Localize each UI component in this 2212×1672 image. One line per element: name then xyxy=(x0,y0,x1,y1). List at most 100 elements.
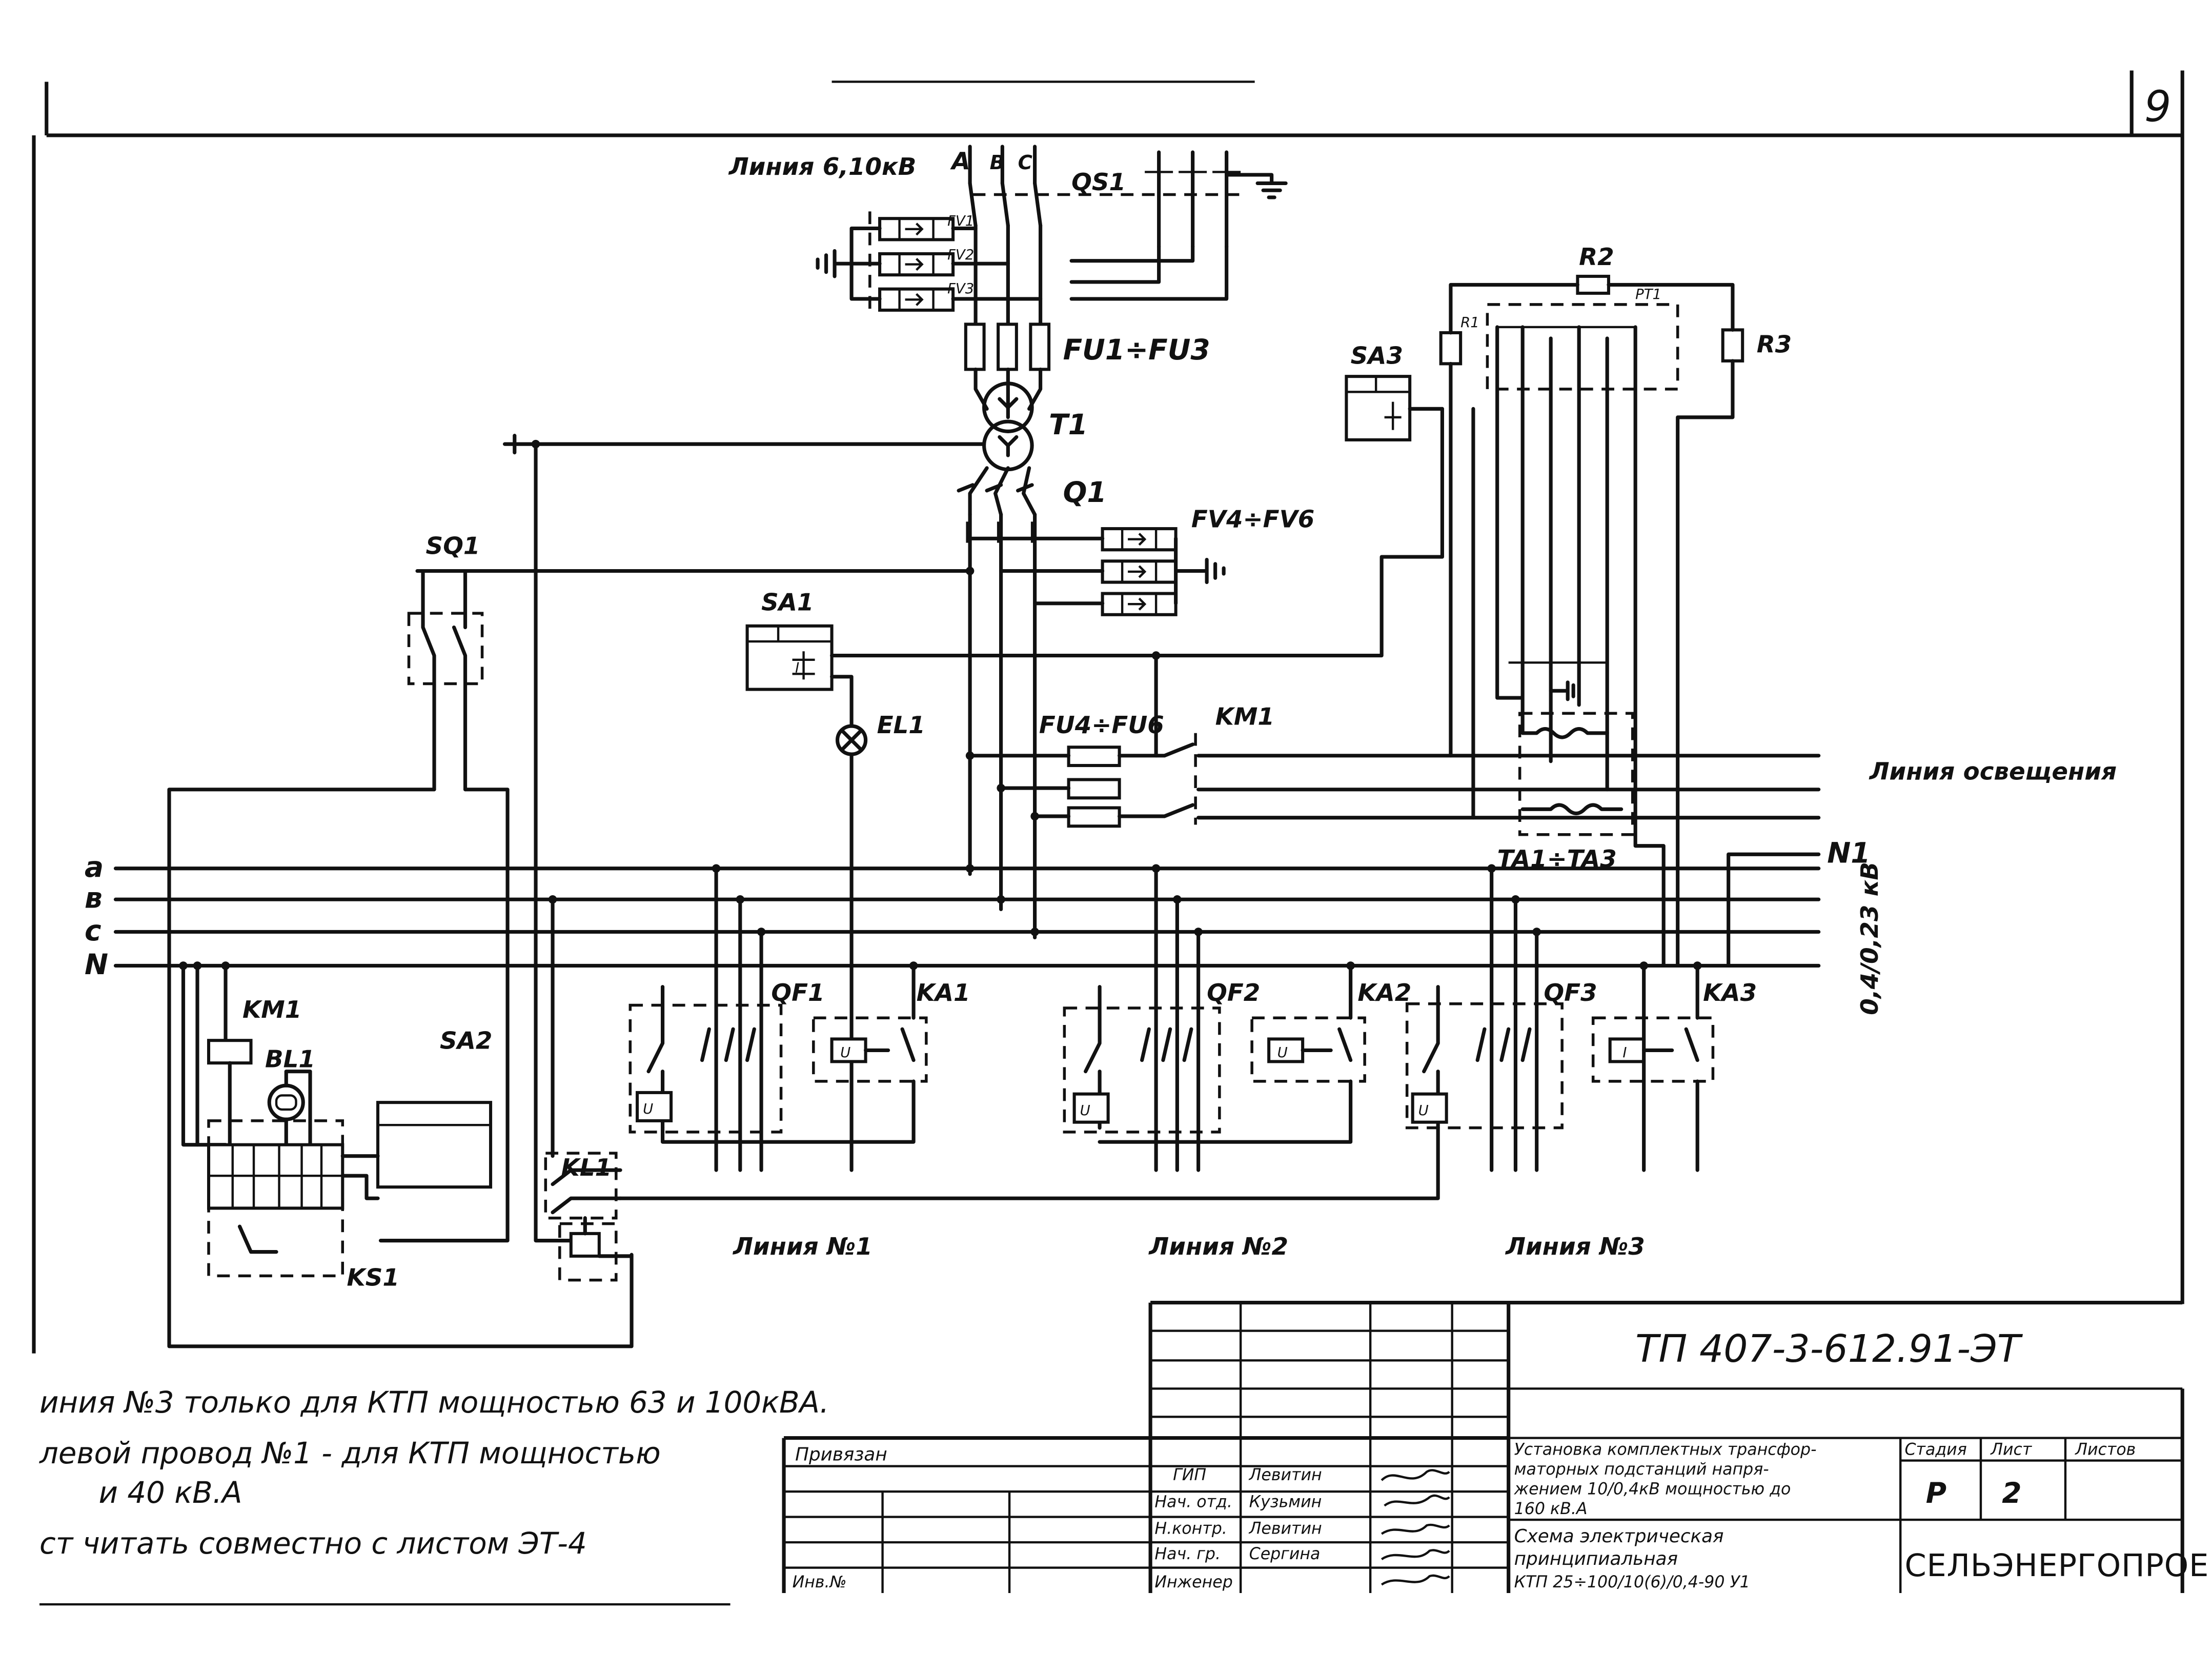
title-block-roles: ГИП Нач. отд. Н.контр. Нач. гр. Инженер xyxy=(1154,1466,1232,1592)
col-sheet-label: Лист xyxy=(1990,1441,2033,1459)
n1-label: N1 xyxy=(1827,837,1870,870)
note-1: иния №3 только для КТП мощностью 63 и 10… xyxy=(39,1385,829,1420)
svg-text:Установка комплектных трансфор: Установка комплектных трансфор- xyxy=(1514,1441,1817,1459)
sa3-selector xyxy=(1345,375,1444,441)
hv-line-label: Линия 6,10кВ xyxy=(728,153,917,181)
fu4-fu6-label: FU4÷FU6 xyxy=(1039,712,1164,739)
fu1-fu3-fuses xyxy=(966,324,1049,411)
control-circuit xyxy=(181,961,493,1278)
sheet-frame xyxy=(32,70,2184,1606)
sq1-label: SQ1 xyxy=(426,533,480,560)
fv4-fv6-arresters xyxy=(968,529,1226,615)
col-sheets-label: Листов xyxy=(2075,1441,2136,1459)
svg-text:жением 10/0,4кВ мощностью до: жением 10/0,4кВ мощностью до xyxy=(1514,1480,1791,1499)
fu1-fu3-label: FU1÷FU3 xyxy=(1063,333,1210,366)
fu4-fu6-fuses-km1 xyxy=(965,653,1821,828)
t1-neutral-ground xyxy=(502,434,986,1243)
note-3: и 40 кВ.А xyxy=(99,1475,242,1510)
signatures xyxy=(1381,1469,1450,1586)
privyazan-label: Привязан xyxy=(795,1444,887,1465)
photo-relay-circuit xyxy=(1439,274,1744,968)
sheet-title: Схема электрическая принципиальная КТП 2… xyxy=(1514,1526,1750,1592)
svg-text:Левитин: Левитин xyxy=(1249,1466,1322,1484)
line-3-label: Линия №3 xyxy=(1505,1233,1645,1261)
sheet-notes: иния №3 только для КТП мощностью 63 и 10… xyxy=(39,1385,829,1561)
col-stage-label: Стадия xyxy=(1904,1441,1966,1459)
svg-text:Сергина: Сергина xyxy=(1249,1545,1321,1563)
kl1-label: KL1 xyxy=(561,1154,612,1182)
feeder-3: U I xyxy=(618,864,1715,1200)
svg-text:160 кВ.А: 160 кВ.А xyxy=(1514,1500,1588,1518)
fv2-label: FV2 xyxy=(947,247,974,263)
qs1-disconnector xyxy=(972,150,1288,301)
svg-text:Кузьмин: Кузьмин xyxy=(1249,1493,1322,1511)
bus-n-label: N xyxy=(85,948,108,981)
fv4-fv6-label: FV4÷FV6 xyxy=(1191,506,1314,533)
svg-text:КТП 25÷100/10(6)/0,4-90 У1: КТП 25÷100/10(6)/0,4-90 У1 xyxy=(1514,1573,1750,1592)
svg-text:маторных подстанций напря-: маторных подстанций напря- xyxy=(1514,1460,1769,1479)
kl1-relay xyxy=(544,895,634,1282)
ka2-label: KA2 xyxy=(1357,979,1411,1007)
note-4: ст читать совместно с листом ЭТ-4 xyxy=(39,1526,587,1561)
fv3-label: FV3 xyxy=(947,280,974,297)
bus-b-label: в xyxy=(85,882,103,915)
qf3-label: QF3 xyxy=(1544,979,1597,1007)
pt1-label: PT1 xyxy=(1635,286,1661,303)
lighting-line-label: Линия освещения xyxy=(1869,758,2117,786)
lv-buses xyxy=(113,852,1821,970)
svg-text:U: U xyxy=(840,1044,850,1061)
svg-text:принципиальная: принципиальная xyxy=(1514,1548,1678,1569)
line-2-label: Линия №2 xyxy=(1148,1233,1288,1261)
sheet-number-value: 2 xyxy=(2002,1477,2021,1509)
sq1-door-switch xyxy=(167,567,975,1348)
bus-a-label: a xyxy=(85,851,104,883)
svg-text:I: I xyxy=(1622,1044,1627,1061)
sa1-label: SA1 xyxy=(761,589,814,617)
svg-text:Левитин: Левитин xyxy=(1249,1520,1322,1538)
project-description: Установка комплектных трансфор- маторных… xyxy=(1514,1441,1817,1518)
qf1-label: QF1 xyxy=(771,979,824,1007)
fv1-label: FV1 xyxy=(947,213,974,229)
svg-text:C: C xyxy=(1018,151,1032,174)
sa1-selector: I xyxy=(745,407,1444,728)
svg-text:I: I xyxy=(795,660,799,676)
svg-text:Схема электрическая: Схема электрическая xyxy=(1514,1526,1724,1547)
r2-label: R2 xyxy=(1579,244,1614,271)
sa2-label: SA2 xyxy=(440,1028,492,1055)
r1-label: R1 xyxy=(1460,314,1479,331)
r3-label: R3 xyxy=(1757,331,1792,358)
km1-coil-label: KM1 xyxy=(242,996,301,1024)
stage-value: Р xyxy=(1926,1477,1946,1509)
svg-text:U: U xyxy=(643,1101,653,1117)
drawing-code: ТП 407-3-612.91-ЭТ xyxy=(1635,1326,2023,1371)
feeder-2: U U xyxy=(1063,864,1366,1172)
svg-text:ГИП: ГИП xyxy=(1173,1466,1206,1484)
svg-text:Нач. гр.: Нач. гр. xyxy=(1154,1545,1221,1563)
qf2-label: QF2 xyxy=(1207,979,1260,1007)
hv-phases: A B C xyxy=(949,145,1043,326)
svg-text:A: A xyxy=(949,148,970,175)
note-2: левой провод №1 - для КТП мощностью xyxy=(39,1436,661,1470)
page-number: 9 xyxy=(2144,82,2171,131)
el1-lamp xyxy=(836,724,868,1172)
ka3-label: KA3 xyxy=(1703,979,1757,1007)
inv-label: Инв.№ xyxy=(793,1573,847,1592)
bl1-label: BL1 xyxy=(265,1045,315,1073)
km1-contact-label: KM1 xyxy=(1215,703,1274,731)
organization-name: СЕЛЬЭНЕРГОПРОЕКТ xyxy=(1904,1548,2212,1584)
t1-label: T1 xyxy=(1049,408,1088,441)
line-1-label: Линия №1 xyxy=(732,1233,872,1261)
q1-label: Q1 xyxy=(1063,476,1107,509)
svg-text:U: U xyxy=(1080,1102,1090,1119)
svg-text:Нач. отд.: Нач. отд. xyxy=(1154,1493,1232,1511)
svg-text:Инженер: Инженер xyxy=(1154,1573,1232,1592)
svg-text:U: U xyxy=(1277,1044,1288,1061)
title-block xyxy=(782,1301,2184,1594)
bus-c-label: с xyxy=(85,914,102,947)
title-block-names: Левитин Кузьмин Левитин Сергина xyxy=(1249,1466,1322,1563)
feeder-1: U U xyxy=(628,864,928,1172)
qs1-label: QS1 xyxy=(1071,169,1126,196)
ks1-label: KS1 xyxy=(347,1264,399,1292)
ka1-label: KA1 xyxy=(917,979,970,1007)
